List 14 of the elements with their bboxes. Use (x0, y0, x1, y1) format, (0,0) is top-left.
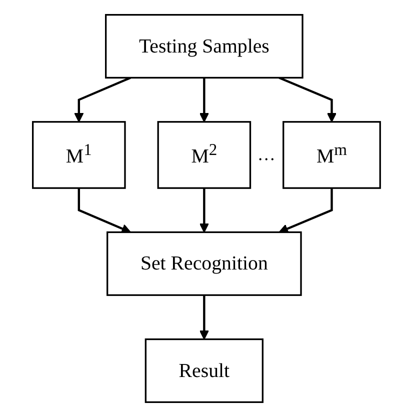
arrow (278, 188, 332, 234)
arrow (198, 188, 209, 233)
node-box: Testing Samples (104, 14, 303, 79)
arrow (278, 76, 336, 122)
node-box: M$^{m}$ (282, 121, 380, 189)
arrow (198, 295, 209, 340)
arrow (198, 78, 209, 122)
ellipsis-text: … (257, 144, 276, 166)
node-box: Set Recognition (106, 231, 302, 296)
node-box: Result (144, 338, 264, 403)
arrow (77, 188, 131, 234)
node-box: M$^{2}$ (156, 121, 251, 189)
node-box: M$^{1}$ (32, 121, 126, 189)
arrow (74, 76, 131, 122)
